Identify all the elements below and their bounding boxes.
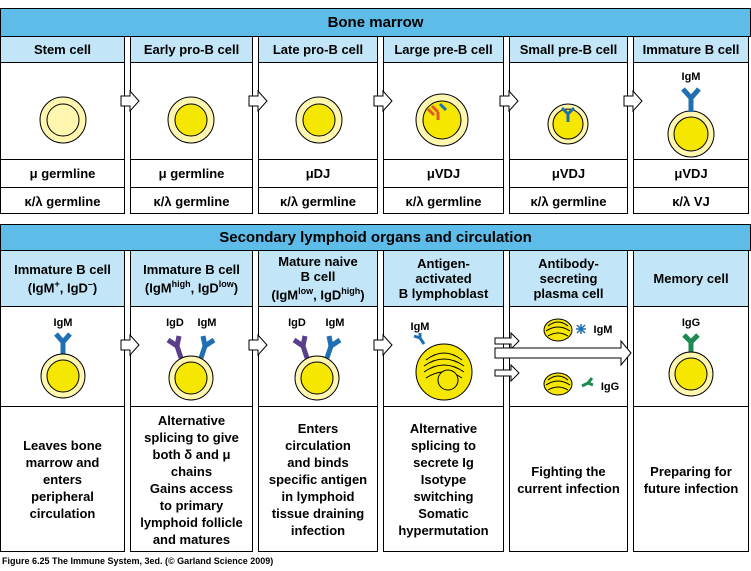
top-stage-immature-b: Immature B cell IgM μVDJ κ/λ VJ bbox=[633, 36, 749, 214]
arrow-right-icon bbox=[373, 90, 393, 112]
stage-header: Stem cell bbox=[1, 37, 124, 63]
stage-header: Late pro-B cell bbox=[259, 37, 377, 63]
heavy-chain-status: μVDJ bbox=[634, 159, 748, 187]
stage-header: Immature B cell bbox=[634, 37, 748, 63]
bottom-stage-immature-b-2: Immature B cell (IgMhigh, IgDlow) IgD Ig… bbox=[130, 250, 253, 552]
bottom-stage-memory-cell: Memory cell IgG Preparing for future inf… bbox=[633, 250, 749, 552]
bottom-stage-plasma-cell: Antibody- secreting plasma cell IgM IgG … bbox=[509, 250, 628, 552]
stage-description: Alternative splicing to secrete Ig Isoty… bbox=[384, 406, 503, 552]
bottom-stage-mature-naive-b: Mature naive B cell (IgMlow, IgDhigh) Ig… bbox=[258, 250, 378, 552]
igm-label: IgM bbox=[198, 317, 217, 329]
stage-header: Memory cell bbox=[634, 251, 748, 307]
heavy-chain-status: μVDJ bbox=[384, 159, 503, 187]
igm-label: IgM bbox=[594, 324, 613, 336]
igg-label: IgG bbox=[601, 381, 619, 393]
arrow-right-icon bbox=[120, 334, 140, 356]
stage-phenotype: (IgMlow, IgDhigh) bbox=[271, 286, 365, 303]
immature-b-cell-icon: IgM bbox=[667, 71, 715, 158]
stage-description: Preparing for future infection bbox=[634, 406, 748, 552]
light-chain-status: κ/λ VJ bbox=[634, 187, 748, 215]
immature-b-cell-icon: IgD IgM bbox=[166, 317, 217, 401]
top-stage-large-pre-b: Large pre-B cell μVDJ κ/λ germline bbox=[383, 36, 504, 214]
bone-marrow-title: Bone marrow bbox=[327, 14, 424, 31]
stage-header: Antigen- activated B lymphoblast bbox=[384, 251, 503, 307]
stage-description: Alternative splicing to give both δ and … bbox=[131, 406, 252, 552]
heavy-chain-status: μVDJ bbox=[510, 159, 627, 187]
stage-header: Large pre-B cell bbox=[384, 37, 503, 63]
stage-phenotype: (IgM+, IgD–) bbox=[27, 278, 98, 296]
arrow-right-icon bbox=[499, 90, 519, 112]
bottom-stage-immature-b-1: Immature B cell (IgM+, IgD–) IgM Leaves … bbox=[0, 250, 125, 552]
stage-header: Small pre-B cell bbox=[510, 37, 627, 63]
top-stage-small-pre-b: Small pre-B cell μVDJ κ/λ germline bbox=[509, 36, 628, 214]
heavy-chain-status: μ germline bbox=[1, 159, 124, 187]
immature-b-cell-icon: IgM bbox=[40, 317, 86, 399]
light-chain-status: κ/λ germline bbox=[1, 187, 124, 215]
stem-cell-icon bbox=[39, 96, 87, 144]
top-stage-stem-cell: Stem cell μ germline κ/λ germline bbox=[0, 36, 125, 214]
stage-header: Early pro-B cell bbox=[131, 37, 252, 63]
igm-label: IgM bbox=[411, 321, 430, 333]
igm-label: IgM bbox=[54, 317, 73, 329]
memory-cell-icon: IgG bbox=[668, 317, 714, 397]
b-lymphoblast-icon: IgM bbox=[411, 321, 473, 401]
bone-marrow-band: Bone marrow bbox=[0, 8, 751, 37]
igm-label: IgM bbox=[682, 71, 701, 83]
arrow-right-icon bbox=[120, 90, 140, 112]
igd-label: IgD bbox=[166, 317, 184, 329]
large-pre-b-cell-icon bbox=[415, 93, 469, 147]
plasma-cell-icon: IgM IgG bbox=[543, 318, 619, 396]
top-stage-late-pro-b: Late pro-B cell μDJ κ/λ germline bbox=[258, 36, 378, 214]
stage-header: Mature naive B cell (IgMlow, IgDhigh) bbox=[259, 251, 377, 307]
light-chain-status: κ/λ germline bbox=[510, 187, 627, 215]
stage-phenotype: (IgMhigh, IgDlow) bbox=[144, 278, 239, 296]
secondary-lymphoid-band: Secondary lymphoid organs and circulatio… bbox=[0, 224, 751, 251]
igm-label: IgM bbox=[326, 317, 345, 329]
top-stage-early-pro-b: Early pro-B cell μ germline κ/λ germline bbox=[130, 36, 253, 214]
branching-arrow-icon bbox=[494, 331, 632, 383]
small-pre-b-cell-icon bbox=[547, 103, 589, 145]
early-pro-b-cell-icon bbox=[167, 96, 215, 144]
bottom-stage-b-lymphoblast: Antigen- activated B lymphoblast IgM Alt… bbox=[383, 250, 504, 552]
secondary-lymphoid-title: Secondary lymphoid organs and circulatio… bbox=[219, 229, 532, 246]
arrow-right-icon bbox=[623, 90, 643, 112]
heavy-chain-status: μ germline bbox=[131, 159, 252, 187]
arrow-right-icon bbox=[373, 334, 393, 356]
light-chain-status: κ/λ germline bbox=[131, 187, 252, 215]
mature-naive-b-cell-icon: IgD IgM bbox=[288, 317, 345, 401]
stage-header: Immature B cell (IgM+, IgD–) bbox=[1, 251, 124, 307]
light-chain-status: κ/λ germline bbox=[384, 187, 503, 215]
late-pro-b-cell-icon bbox=[295, 96, 343, 144]
stage-description: Enters circulation and binds specific an… bbox=[259, 406, 377, 552]
arrow-right-icon bbox=[248, 90, 268, 112]
light-chain-status: κ/λ germline bbox=[259, 187, 377, 215]
arrow-right-icon bbox=[248, 334, 268, 356]
stage-description: Fighting the current infection bbox=[510, 406, 627, 552]
igd-label: IgD bbox=[288, 317, 306, 329]
heavy-chain-status: μDJ bbox=[259, 159, 377, 187]
pentamer-igm-icon bbox=[576, 324, 586, 334]
igg-label: IgG bbox=[682, 317, 700, 329]
stage-header: Immature B cell (IgMhigh, IgDlow) bbox=[131, 251, 252, 307]
stage-header: Antibody- secreting plasma cell bbox=[510, 251, 627, 307]
figure-caption: Figure 6.25 The Immune System, 3ed. (© G… bbox=[2, 556, 274, 566]
stage-description: Leaves bone marrow and enters peripheral… bbox=[1, 406, 124, 552]
